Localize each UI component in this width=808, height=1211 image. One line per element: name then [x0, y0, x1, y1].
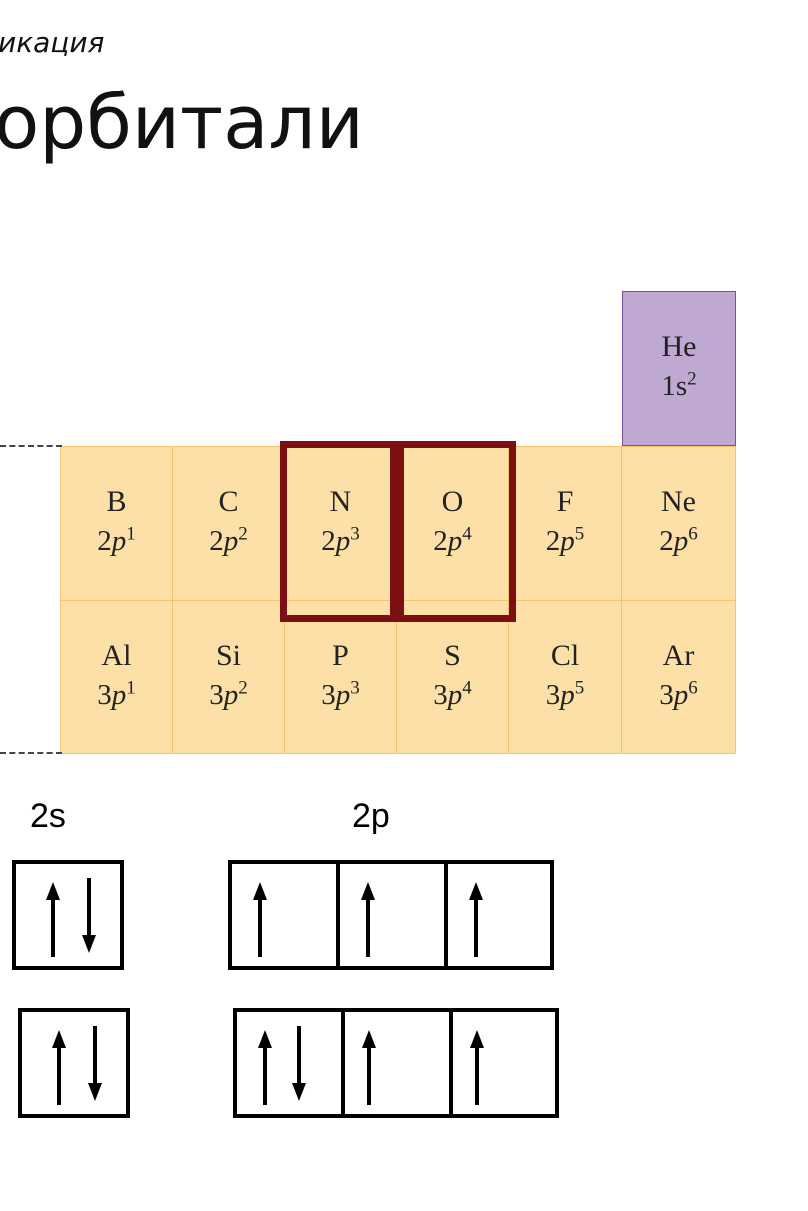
element-cell-he: He 1s2 [622, 291, 736, 446]
element-cell-ar: Ar 3p6 [621, 600, 736, 754]
electron-up-arrow [362, 1030, 376, 1105]
element-symbol: Cl [550, 639, 580, 672]
orbital-box-2s [18, 1008, 130, 1118]
electron-up-arrow [253, 882, 267, 957]
element-cell-ne: Ne 2p6 [621, 446, 736, 601]
element-cell-al: Al 3p1 [60, 600, 173, 754]
electron-config: 2p2 [209, 523, 248, 557]
element-symbol: S [444, 639, 461, 672]
orbital-label-2p: 2p [352, 797, 390, 835]
electron-config: 2p4 [433, 523, 472, 557]
electron-config: 2p6 [659, 523, 698, 557]
electron-up-arrow [469, 882, 483, 957]
orbital-box-2p [444, 860, 554, 970]
element-symbol: O [441, 485, 464, 518]
element-cell-b: B 2p1 [60, 446, 173, 601]
element-cell-n: N 2p3 [284, 446, 397, 601]
slide-subtitle: икация [0, 26, 105, 59]
element-symbol: B [106, 485, 127, 518]
electron-up-arrow [258, 1030, 272, 1105]
element-symbol: F [556, 485, 574, 518]
orbital-box-2p-arrows [361, 882, 375, 957]
element-cell-c: C 2p2 [172, 446, 285, 601]
element-symbol: P [332, 639, 349, 672]
element-symbol: Si [215, 639, 242, 672]
electron-config: 3p1 [97, 677, 136, 711]
element-cell-p: P 3p3 [284, 600, 397, 754]
element-symbol: C [218, 485, 239, 518]
orbital-box-2p-arrows [470, 1030, 484, 1105]
electron-config: 2p5 [545, 523, 585, 557]
highlight-frame-o [397, 441, 516, 622]
orbital-label-2s: 2s [30, 797, 66, 835]
element-symbol: Ne [661, 485, 696, 518]
orbital-box-2s [12, 860, 124, 970]
orbital-box-2p [336, 860, 448, 970]
electron-config: 3p6 [659, 677, 698, 711]
electron-up-arrow [52, 1030, 66, 1105]
slide-title: орбитали [0, 80, 364, 166]
element-cell-cl: Cl 3p5 [508, 600, 622, 754]
element-cell-s: S 3p4 [396, 600, 509, 754]
orbital-box-2p [228, 860, 340, 970]
element-symbol: N [329, 485, 352, 518]
electron-up-arrow [361, 882, 375, 957]
orbital-box-2p-arrows [258, 1026, 306, 1105]
table-boundary-dash-bottom [0, 752, 62, 754]
orbital-box-2s-arrows [52, 1026, 102, 1105]
electron-config: 3p2 [209, 677, 248, 711]
table-boundary-dash-top [0, 445, 62, 447]
electron-config: 3p4 [433, 677, 472, 711]
orbital-box-2p-arrows [253, 882, 267, 957]
electron-up-arrow [46, 882, 60, 957]
electron-down-arrow [88, 1026, 102, 1101]
orbital-box-2p [449, 1008, 559, 1118]
orbital-box-2s-arrows [46, 878, 96, 957]
element-cell-si: Si 3p2 [172, 600, 285, 754]
orbital-box-2p-arrows [469, 882, 483, 957]
electron-config: 3p3 [321, 677, 360, 711]
element-symbol: Al [101, 639, 132, 672]
electron-config: 1s2 [661, 368, 697, 402]
highlight-frame-n [280, 441, 397, 622]
electron-down-arrow [292, 1026, 306, 1101]
orbital-box-2p-arrows [362, 1030, 376, 1105]
element-symbol: Ar [662, 639, 695, 672]
electron-config: 3p5 [545, 677, 585, 711]
element-cell-f: F 2p5 [508, 446, 622, 601]
electron-config: 2p3 [321, 523, 360, 557]
electron-up-arrow [470, 1030, 484, 1105]
orbital-box-2p [233, 1008, 345, 1118]
element-symbol: He [661, 330, 697, 363]
orbital-box-2p [341, 1008, 453, 1118]
electron-config: 2p1 [97, 523, 136, 557]
electron-down-arrow [82, 878, 96, 953]
